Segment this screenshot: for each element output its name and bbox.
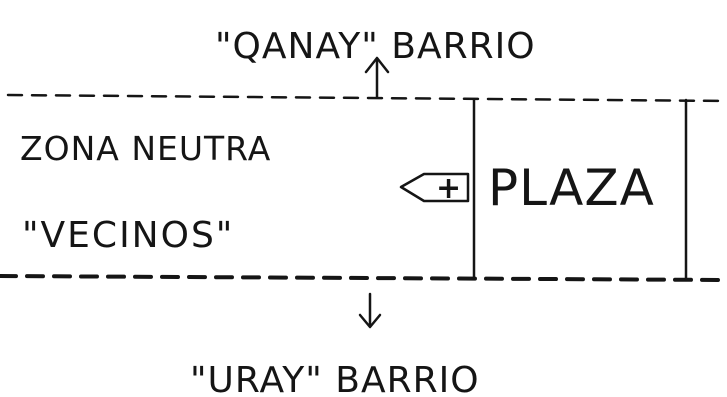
plus-marker-label: + (436, 171, 461, 206)
plaza-label: PLAZA (488, 159, 655, 217)
left-pointer-plus-icon: + (399, 171, 470, 206)
arrow-down-icon (358, 292, 382, 329)
neutral-zone-label: ZONA NEUTRA (20, 129, 271, 168)
neighbors-label: "VECINOS" (22, 215, 234, 256)
north-boundary-line (6, 93, 727, 103)
south-barrio-label: "URAY" BARRIO (190, 360, 480, 397)
south-boundary-line (0, 274, 727, 282)
arrow-up-icon (364, 56, 390, 99)
